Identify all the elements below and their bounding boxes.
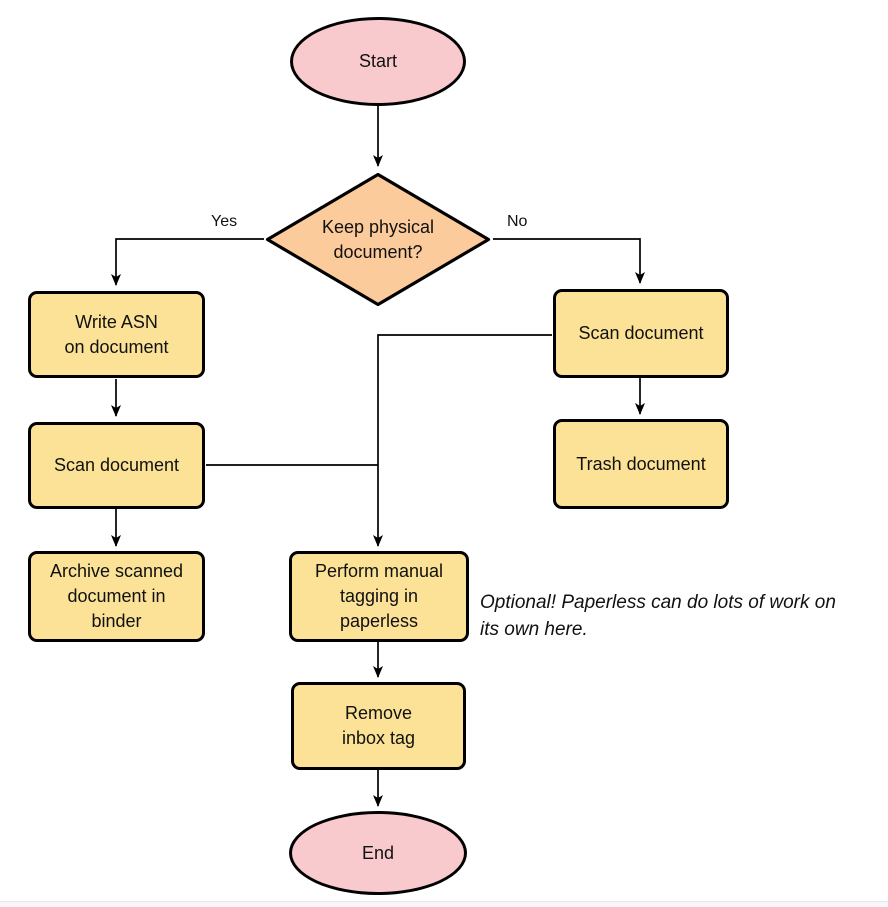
node-decision-label: Keep physical document?: [321, 216, 435, 262]
edge-label-yes: Yes: [211, 213, 238, 230]
node-start: Start: [290, 17, 466, 106]
decision-diamond-shape: [265, 172, 491, 307]
node-end: End: [289, 811, 467, 895]
edge-scanright-to-perform: [373, 334, 552, 547]
node-perform-tagging: Perform manual tagging in paperless: [289, 551, 469, 642]
node-decision-keep-physical: Keep physical document?: [264, 171, 492, 308]
edge-label-no: No: [507, 213, 528, 230]
node-archive-binder: Archive scanned document in binder: [28, 551, 205, 642]
node-trash-document: Trash document: [553, 419, 729, 509]
node-start-label: Start: [358, 51, 397, 71]
node-remove-inbox-tag: Remove inbox tag: [291, 682, 466, 770]
node-end-label: End: [361, 842, 395, 863]
window-bottom-edge: [0, 901, 888, 907]
edge-decision-yes: [111, 238, 264, 286]
annotation-optional-note: Optional! Paperless can do lots of work …: [480, 592, 836, 640]
node-write-asn: Write ASN on document: [28, 291, 205, 378]
node-scan-document-right: Scan document: [553, 289, 729, 378]
edge-decision-no: [493, 238, 645, 284]
node-scan-document-left: Scan document: [28, 422, 205, 509]
